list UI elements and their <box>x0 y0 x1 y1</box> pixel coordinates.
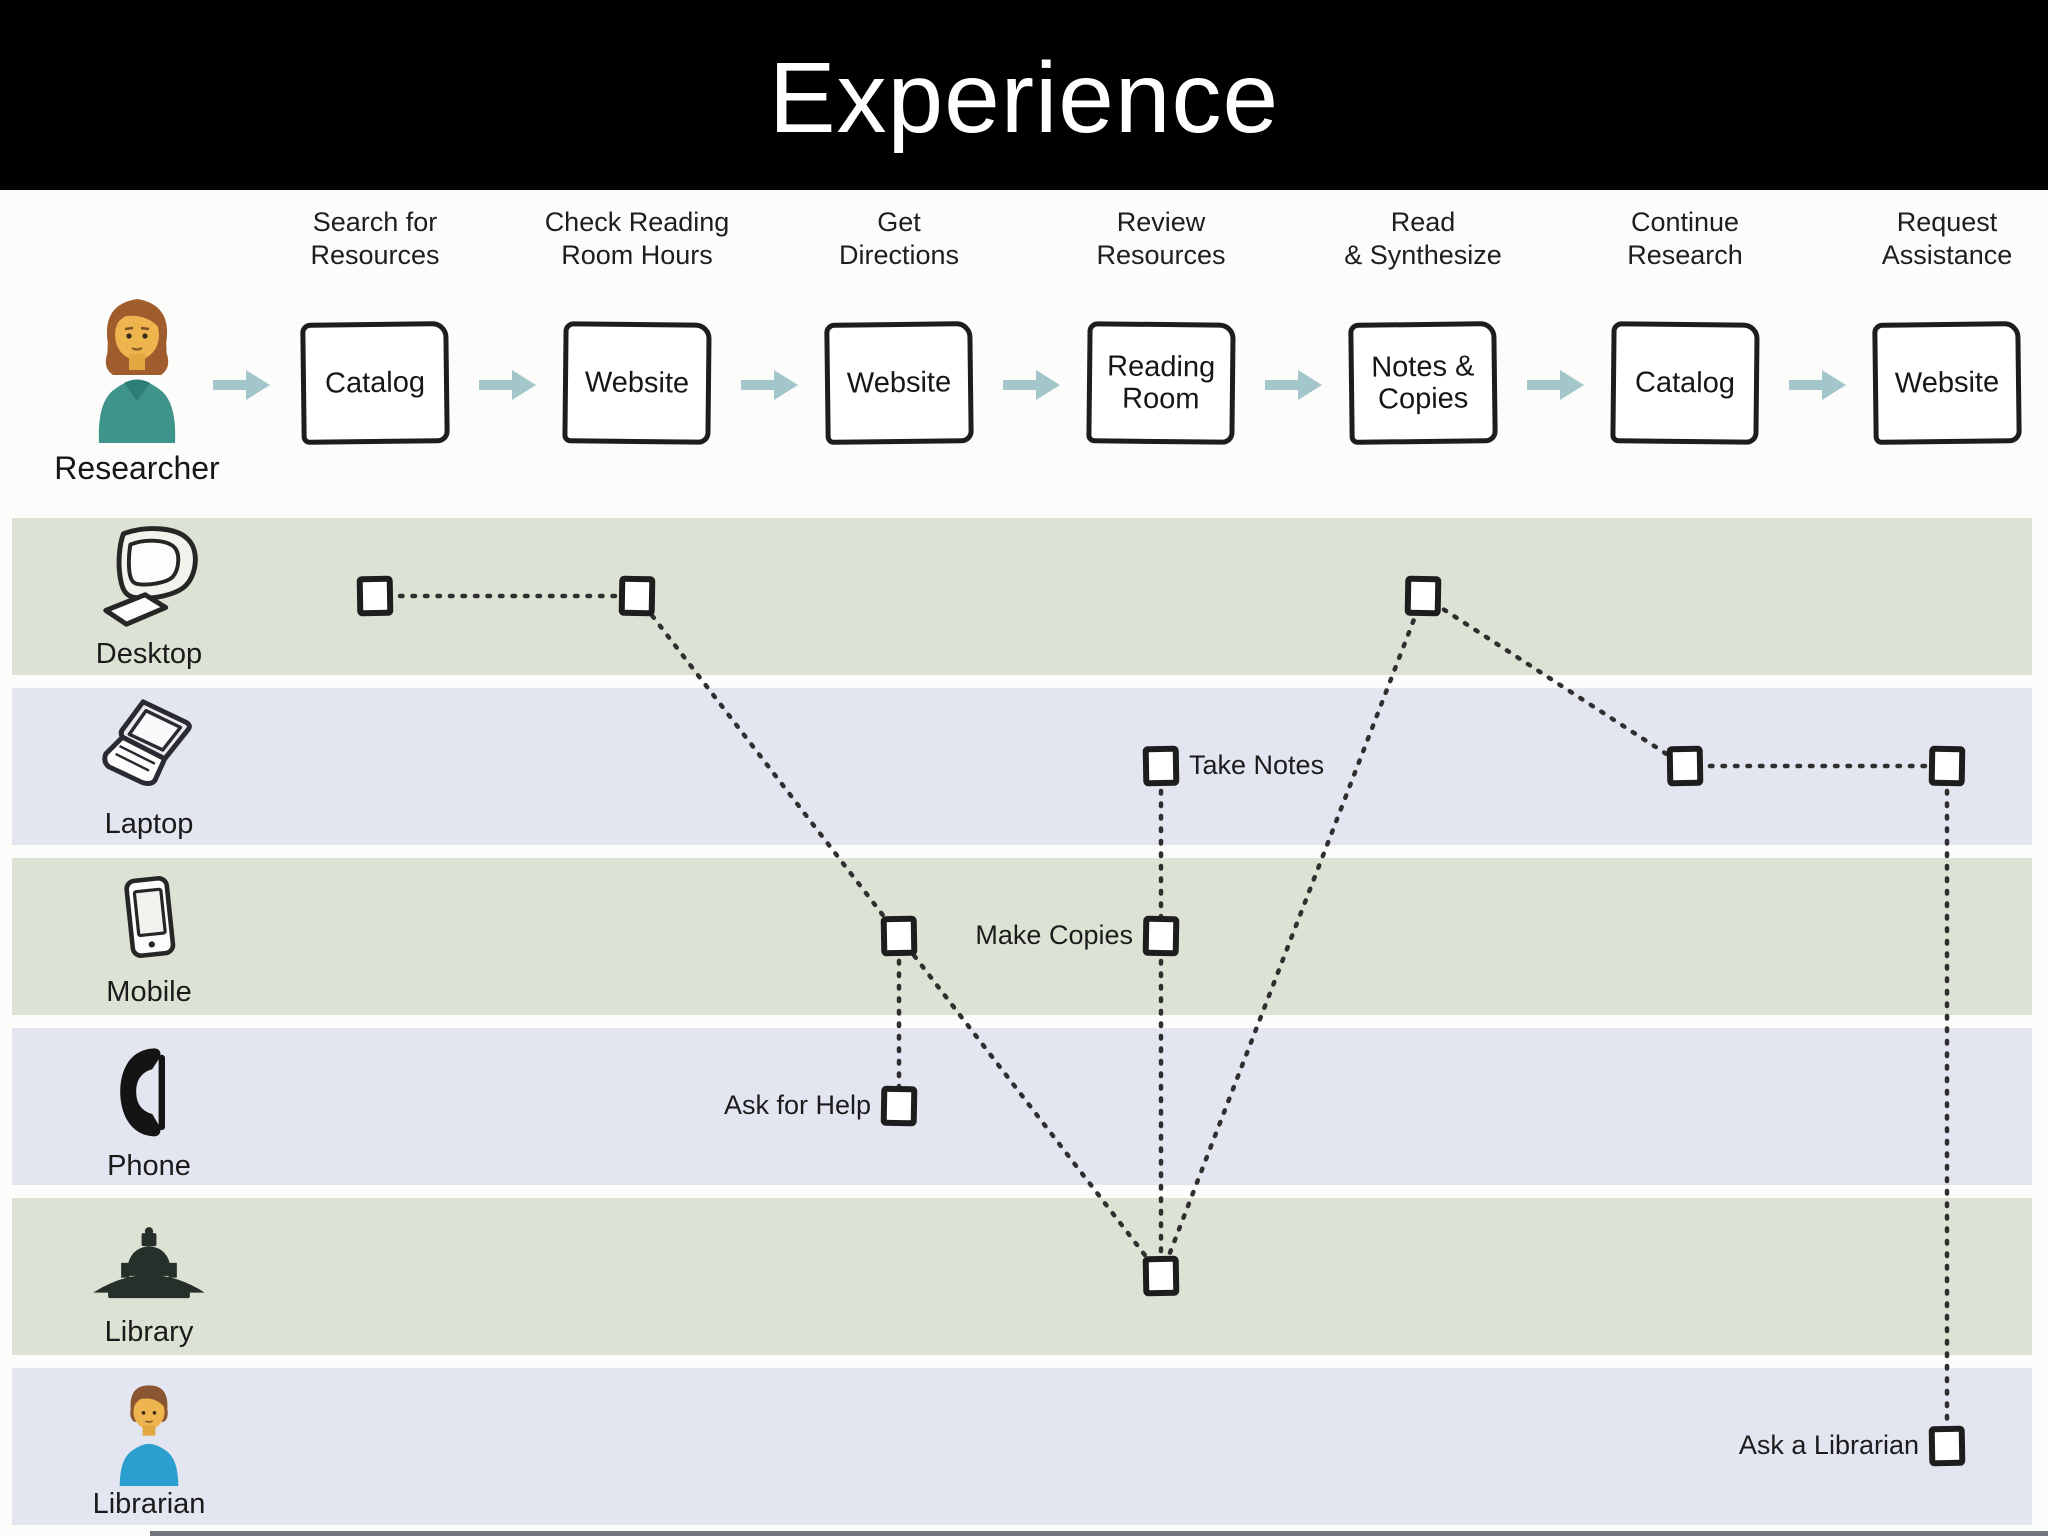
channel-label: Mobile <box>106 976 192 1008</box>
step-label-read-and-synthesize: Read & Synthesize <box>1344 207 1502 270</box>
touchpoint-mobile-make-copies[interactable] <box>1142 915 1180 957</box>
flow-arrow-icon <box>479 370 536 400</box>
phone-handset-icon <box>120 1048 165 1137</box>
channel-phone: Phone <box>49 1032 249 1183</box>
touchpoint-label-laptop-take-notes: Take Notes <box>1189 750 1325 780</box>
journey-path <box>1158 593 1426 1279</box>
researcher-avatar-icon <box>98 299 176 443</box>
journey-path <box>1420 593 1688 769</box>
touchpoint-laptop-continue[interactable] <box>1666 745 1704 787</box>
flow-arrow-icon <box>1527 370 1584 400</box>
touchpoint-mobile-directions[interactable] <box>880 915 918 957</box>
step-label-continue-research: Continue Research <box>1627 207 1743 270</box>
touchpoint-laptop-request[interactable] <box>1928 745 1966 787</box>
page-title: Experience <box>768 42 1280 154</box>
librarian-avatar-icon <box>119 1385 179 1486</box>
journey-path <box>896 933 1164 1279</box>
touchpoint-label-phone-ask-for-help: Ask for Help <box>723 1090 871 1120</box>
touchpoint-label-mobile-make-copies: Make Copies <box>975 920 1133 950</box>
touchpoint-desktop-read[interactable] <box>1404 575 1442 617</box>
flow-arrow-icon <box>1265 370 1322 400</box>
band-librarian: Librarian <box>12 1368 2032 1525</box>
step-label-request-assistance: Request Assistance <box>1881 207 2013 270</box>
desktop-computer-icon <box>103 526 198 627</box>
touchpoint-laptop-take-notes[interactable] <box>1142 745 1180 787</box>
channel-laptop: Laptop <box>49 692 249 841</box>
library-building-icon <box>93 1227 205 1299</box>
laptop-icon <box>102 699 192 786</box>
mobile-device-icon <box>124 876 176 958</box>
flow-arrow-icon <box>1003 370 1060 400</box>
touchpoint-phone-ask-for-help[interactable] <box>880 1085 918 1127</box>
channel-label: Desktop <box>95 638 203 670</box>
step-label-get-directions: Get Directions <box>838 207 960 270</box>
touchpoint-desktop-hours[interactable] <box>618 575 656 617</box>
band-phone: Phone <box>12 1028 2032 1185</box>
touchpoint-librarian-ask[interactable] <box>1928 1425 1966 1467</box>
flow-arrow-icon <box>1789 370 1846 400</box>
flow-arrow-icon <box>741 370 798 400</box>
touchpoint-label-librarian-ask: Ask a Librarian <box>1738 1430 1919 1460</box>
channel-library: Library <box>49 1202 249 1349</box>
channel-mobile: Mobile <box>49 862 249 1009</box>
channel-label: Library <box>104 1316 194 1348</box>
channel-label: Laptop <box>104 808 194 840</box>
flow-arrow-icon <box>213 370 270 400</box>
header: Experience <box>0 0 2048 190</box>
step-label-search-for-resources: Search for Resources <box>310 207 440 270</box>
band-library: Library <box>12 1198 2032 1355</box>
channel-desktop: Desktop <box>49 522 249 671</box>
persona-label: Researcher <box>54 450 220 486</box>
step-label-review-resources: Review Resources <box>1096 207 1226 270</box>
band-mobile: Mobile <box>12 858 2032 1015</box>
journey-path <box>634 593 902 939</box>
step-label-check-reading-room-hours: Check Reading Room Hours <box>544 207 730 270</box>
touchpoint-desktop-search[interactable] <box>356 575 394 617</box>
channel-librarian: Librarian <box>49 1372 249 1521</box>
bottom-edge-line <box>150 1531 2048 1536</box>
band-desktop: Desktop <box>12 518 2032 675</box>
channel-label: Phone <box>107 1150 191 1182</box>
touchpoint-library-review[interactable] <box>1142 1255 1180 1297</box>
channel-label: Librarian <box>92 1488 206 1520</box>
